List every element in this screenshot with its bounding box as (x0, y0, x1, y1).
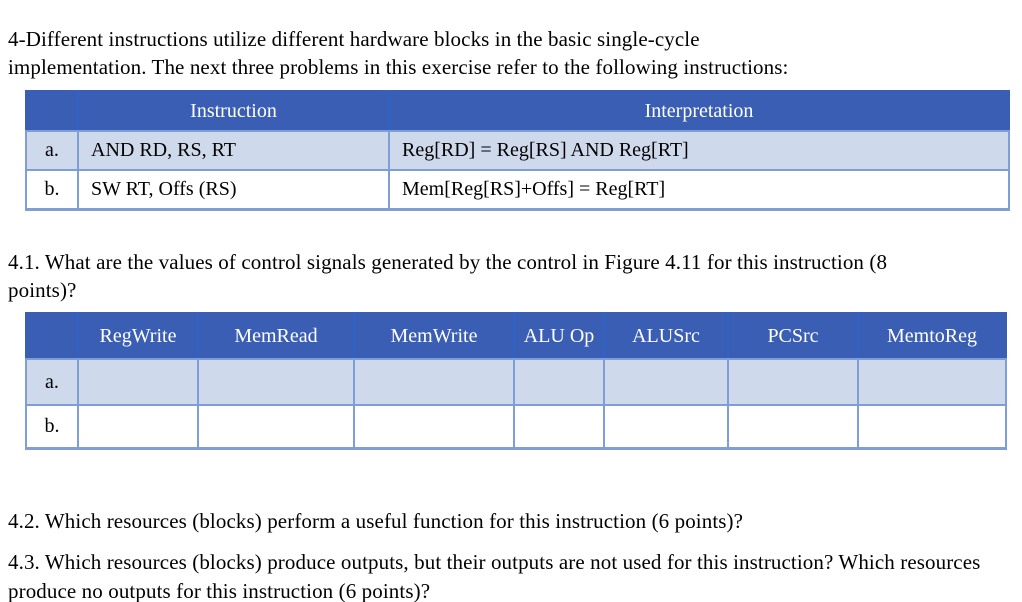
answer-cell[interactable] (513, 404, 605, 450)
row-label-b: b. (25, 404, 79, 450)
signal-header-memread: MemRead (197, 312, 355, 360)
answer-cell[interactable] (197, 404, 355, 450)
row-label-b: b. (25, 169, 79, 211)
answer-cell[interactable] (197, 358, 355, 406)
instruction-table-header-interpretation: Interpretation (388, 90, 1010, 132)
signal-header-aluop: ALU Op (513, 312, 605, 360)
answer-cell[interactable] (353, 404, 515, 450)
answer-cell[interactable] (857, 358, 1007, 406)
intro-paragraph: 4-Different instructions utilize differe… (8, 27, 789, 79)
instruction-table: Instruction Interpretation a. AND RD, RS… (25, 90, 1010, 211)
table-row: a. AND RD, RS, RT Reg[RD] = Reg[RS] AND … (25, 130, 1010, 171)
interpretation-cell: Mem[Reg[RS]+Offs] = Reg[RT] (388, 169, 1010, 211)
table-row: b. SW RT, Offs (RS) Mem[Reg[RS]+Offs] = … (25, 169, 1010, 211)
signal-header-memwrite: MemWrite (353, 312, 515, 360)
answer-cell[interactable] (513, 358, 605, 406)
question-4-3: 4.3. Which resources (blocks) produce ou… (8, 550, 981, 602)
instruction-table-header-row: Instruction Interpretation (25, 90, 1010, 132)
row-label-a: a. (25, 130, 79, 171)
signal-header-memtoreg: MemtoReg (857, 312, 1007, 360)
signal-header-alusrc: ALUSrc (603, 312, 729, 360)
answer-cell[interactable] (603, 404, 729, 450)
answer-cell[interactable] (353, 358, 515, 406)
question-4-1: 4.1. What are the values of control sign… (8, 250, 888, 302)
interpretation-cell: Reg[RD] = Reg[RS] AND Reg[RT] (388, 130, 1010, 171)
instruction-cell: SW RT, Offs (RS) (77, 169, 390, 211)
control-signals-header-row: RegWrite MemRead MemWrite ALU Op ALUSrc … (25, 312, 1007, 360)
answer-cell[interactable] (77, 358, 199, 406)
answer-cell[interactable] (857, 404, 1007, 450)
table-row: b. (25, 404, 1007, 450)
signal-header-regwrite: RegWrite (77, 312, 199, 360)
question-4-2: 4.2. Which resources (blocks) perform a … (8, 509, 744, 533)
instruction-table-header-instruction: Instruction (77, 90, 390, 132)
signal-header-pcsrc: PCSrc (727, 312, 859, 360)
answer-cell[interactable] (77, 404, 199, 450)
answer-cell[interactable] (603, 358, 729, 406)
instruction-table-header-blank (25, 90, 79, 132)
signal-header-blank (25, 312, 79, 360)
row-label-a: a. (25, 358, 79, 406)
control-signals-table: RegWrite MemRead MemWrite ALU Op ALUSrc … (25, 312, 1007, 450)
answer-cell[interactable] (727, 358, 859, 406)
table-row: a. (25, 358, 1007, 406)
answer-cell[interactable] (727, 404, 859, 450)
instruction-cell: AND RD, RS, RT (77, 130, 390, 171)
